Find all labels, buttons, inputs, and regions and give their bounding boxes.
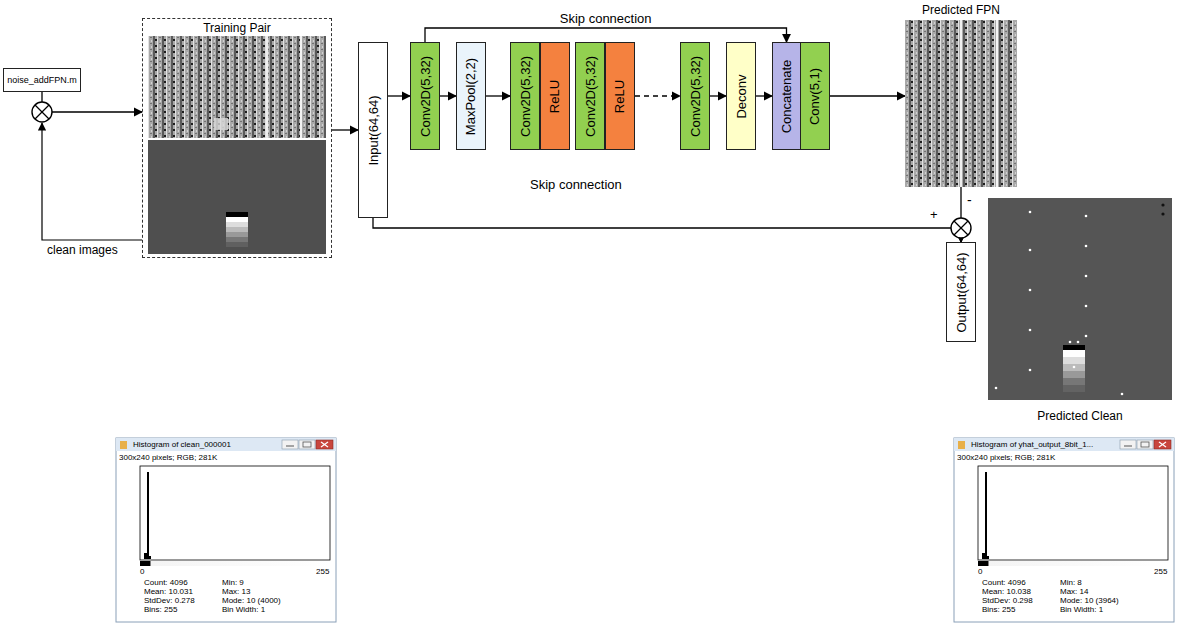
histogram-text: Bin Width: 1 <box>222 605 265 614</box>
histogram-window <box>954 438 1174 622</box>
relu-layer: ReLU <box>605 42 635 150</box>
connector-arrow <box>42 92 142 112</box>
node-text: Conv2D(5,32) <box>688 56 703 137</box>
annotation-label: - <box>967 193 972 208</box>
histogram-text: 300x240 pixels; RGB; 281K <box>957 453 1055 462</box>
annotation-label: clean images <box>47 244 118 257</box>
connector-arrow <box>440 95 456 96</box>
histogram-window <box>116 438 336 622</box>
conv-layer: Conv2D(5,32) <box>575 42 605 150</box>
connector-arrow <box>388 95 410 96</box>
conv-layer: Conv(5,1) <box>800 42 830 150</box>
node-text: Concatenate <box>779 59 794 133</box>
connector-arrow <box>710 95 726 96</box>
predicted-fpn-picture <box>905 20 1017 187</box>
node-text: Training Pair <box>143 21 331 36</box>
histogram-text: Mean: 10.038 <box>982 587 1031 596</box>
node-text: ReLU <box>613 79 628 112</box>
histogram-text: Max: 14 <box>1060 587 1088 596</box>
predicted-fpn-image: Predicted FPN <box>905 3 1017 187</box>
node-text: Conv2D(5,32) <box>418 56 433 137</box>
node-text: Conv2D(5,32) <box>583 56 598 137</box>
histogram-text: Mean: 10.031 <box>144 587 193 596</box>
node-text: Deconv <box>734 74 749 118</box>
histogram-text: Histogram of yhat_output_8bit_1... <box>971 440 1093 449</box>
connector-arrow <box>373 218 961 242</box>
histogram-text: Min: 9 <box>222 578 244 587</box>
node-text: MaxPool(2,2) <box>464 57 479 134</box>
histogram-text: 300x240 pixels; RGB; 281K <box>119 453 217 462</box>
histogram-text: Count: 4096 <box>144 578 188 587</box>
node-text: Output(64,64) <box>954 252 969 332</box>
connector-arrow <box>830 95 905 96</box>
node-text: ReLU <box>548 79 563 112</box>
noisy-fpn-image <box>148 34 326 138</box>
node-text: Conv2D(5,32) <box>518 56 533 137</box>
connector-arrow <box>486 95 510 96</box>
multiply-symbol <box>32 102 52 122</box>
annotation-label: + <box>930 208 938 222</box>
histogram-text: Bins: 255 <box>144 605 177 614</box>
conv-layer: Conv2D(5,32) <box>410 42 440 150</box>
node-text: Predicted FPN <box>905 3 1017 18</box>
maxpool-layer: MaxPool(2,2) <box>456 42 486 150</box>
script-box: noise_addFPN.m <box>3 68 81 92</box>
deconv-layer: Deconv <box>726 42 756 150</box>
histogram-text: 0 <box>978 567 982 576</box>
connector-arrow <box>635 95 680 96</box>
histogram-text: Min: 8 <box>1060 578 1082 587</box>
histogram-text: Mode: 10 (3964) <box>1060 596 1119 605</box>
histogram-text: StdDev: 0.298 <box>982 596 1033 605</box>
histogram-text: 255 <box>1154 567 1167 576</box>
histogram-text: Bins: 255 <box>982 605 1015 614</box>
subtract-symbol <box>951 218 971 238</box>
histogram-text: Mode: 10 (4000) <box>222 596 281 605</box>
concat-layer: Concatenate <box>772 42 801 150</box>
predicted-clean-image: Predicted Clean <box>988 198 1172 424</box>
conv-layer: Conv2D(5,32) <box>510 42 540 150</box>
histogram-text: Bin Width: 1 <box>1060 605 1103 614</box>
histogram-text: 0 <box>140 567 144 576</box>
relu-layer: ReLU <box>540 42 570 150</box>
output-layer: Output(64,64) <box>946 242 976 342</box>
conv-layer: Conv2D(5,32) <box>680 42 710 150</box>
feedback-line <box>42 123 142 240</box>
histogram-text: StdDev: 0.278 <box>144 596 195 605</box>
node-text: Conv(5,1) <box>808 67 823 124</box>
predicted-clean-picture <box>988 198 1172 400</box>
clean-image <box>148 140 326 254</box>
histogram-text: 255 <box>316 567 329 576</box>
input-layer: Input(64,64) <box>358 42 388 218</box>
connector-arrow <box>332 129 358 130</box>
histogram-text: Max: 13 <box>222 587 250 596</box>
connector-arrow <box>425 28 787 42</box>
annotation-label: Skip connection <box>530 178 622 192</box>
edge-label: Skip connection <box>560 11 652 26</box>
histogram-text: Count: 4096 <box>982 578 1026 587</box>
training-pair-frame: Training Pair <box>142 18 332 258</box>
connector-arrow <box>756 95 772 96</box>
node-text: Input(64,64) <box>366 95 381 165</box>
node-text: noise_addFPN.m <box>7 75 77 86</box>
node-text: Predicted Clean <box>988 409 1172 424</box>
histogram-text: Histogram of clean_000001 <box>133 440 231 449</box>
